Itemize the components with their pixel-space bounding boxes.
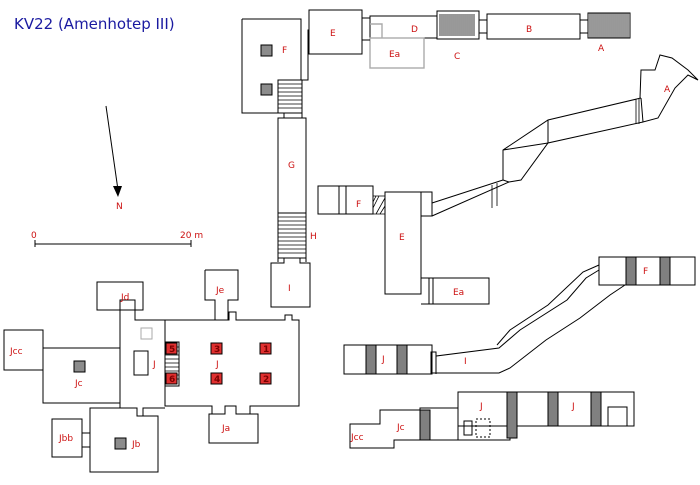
label-ea: Ea — [389, 50, 400, 60]
label-a: A — [598, 44, 605, 54]
label-c: C — [454, 52, 460, 62]
diagram-title: KV22 (Amenhotep III) — [14, 15, 175, 33]
chamber-jcc — [3, 329, 44, 371]
label-f: F — [282, 46, 287, 56]
chamber-j-west — [119, 299, 165, 417]
scale-start-label: 0 — [31, 231, 37, 241]
section-label-f-right: F — [643, 267, 648, 277]
label-e: E — [330, 29, 336, 39]
section-label-a: A — [664, 85, 671, 95]
section-label-jcc: Jcc — [350, 433, 364, 443]
section-shaft-e — [384, 191, 422, 295]
pillar-4 — [210, 372, 223, 385]
label-jbb: Jbb — [58, 434, 73, 444]
scale-bar — [34, 240, 192, 247]
section-label-j-lower-a: J — [479, 402, 483, 412]
pillar-number-3: 3 — [214, 345, 220, 355]
pillar-3 — [210, 342, 223, 355]
label-b: B — [526, 25, 532, 35]
label-g: G — [288, 161, 295, 171]
label-je: Je — [215, 286, 225, 296]
label-jcc: Jcc — [9, 347, 23, 357]
section-label-f-upper: F — [356, 200, 361, 210]
section-label-e: E — [399, 233, 405, 243]
label-jc: Jc — [74, 379, 83, 389]
label-jb: Jb — [131, 440, 141, 450]
pillar-f2 — [260, 83, 273, 96]
pillar-jb — [114, 437, 127, 450]
chamber-ja — [208, 413, 259, 444]
label-d: D — [411, 25, 418, 35]
chamber-jb — [89, 407, 159, 473]
section-corridor — [431, 97, 644, 217]
corridor-b — [486, 13, 581, 40]
section-j-lower — [349, 391, 635, 449]
section-i-j — [343, 344, 437, 375]
label-j: J — [215, 360, 219, 370]
pillar-f1 — [260, 44, 273, 57]
pillar-jc — [73, 360, 86, 373]
pillar-2 — [259, 372, 272, 385]
chamber-c-stairs — [436, 10, 487, 40]
section-labels: A E Ea F F I J J J Jc Jcc — [350, 85, 671, 443]
corridor-d — [369, 15, 438, 39]
plan-labels: A B C D E Ea F G H I J J Ja Jb Jbb Jc Jc… — [9, 25, 605, 450]
label-h: H — [310, 232, 317, 242]
pillar-6 — [165, 372, 178, 385]
pillar-number-5: 5 — [169, 345, 175, 355]
chamber-i — [270, 258, 311, 308]
pillar-1 — [259, 342, 272, 355]
corridor-g — [277, 113, 307, 262]
scale-end-label: 20 m — [180, 231, 203, 241]
label-jd: Jd — [120, 293, 129, 303]
corridor-a-stairs — [587, 12, 631, 39]
section-label-j-lower-b: J — [571, 402, 575, 412]
section-label-i: I — [464, 357, 467, 367]
chamber-jc — [42, 347, 120, 404]
section-view-upper — [317, 54, 699, 305]
north-label: N — [116, 202, 123, 212]
chamber-e — [308, 9, 363, 55]
section-label-j-left: J — [381, 355, 385, 365]
chamber-jbb — [51, 418, 83, 458]
pillar-number-1: 1 — [263, 345, 269, 355]
section-label-jc: Jc — [396, 423, 405, 433]
plan-view — [3, 9, 631, 473]
label-ja: Ja — [221, 424, 230, 434]
section-f-right — [430, 256, 696, 374]
pillar-number-2: 2 — [263, 375, 269, 385]
pillar-5 — [165, 342, 178, 355]
chamber-ea-unfinished — [369, 37, 425, 69]
pillar-number-6: 6 — [169, 375, 175, 385]
label-j-west: J — [152, 360, 156, 370]
label-i: I — [288, 284, 291, 294]
pillar-number-4: 4 — [214, 375, 220, 385]
chamber-je — [204, 269, 239, 320]
pillar-numbers: 1 2 3 4 5 6 — [169, 345, 269, 385]
north-arrow-icon — [105, 105, 122, 197]
section-ea — [421, 277, 490, 305]
section-label-ea: Ea — [453, 288, 464, 298]
chamber-j — [164, 311, 300, 415]
chamber-f — [241, 18, 309, 114]
section-entrance-a — [639, 54, 699, 123]
